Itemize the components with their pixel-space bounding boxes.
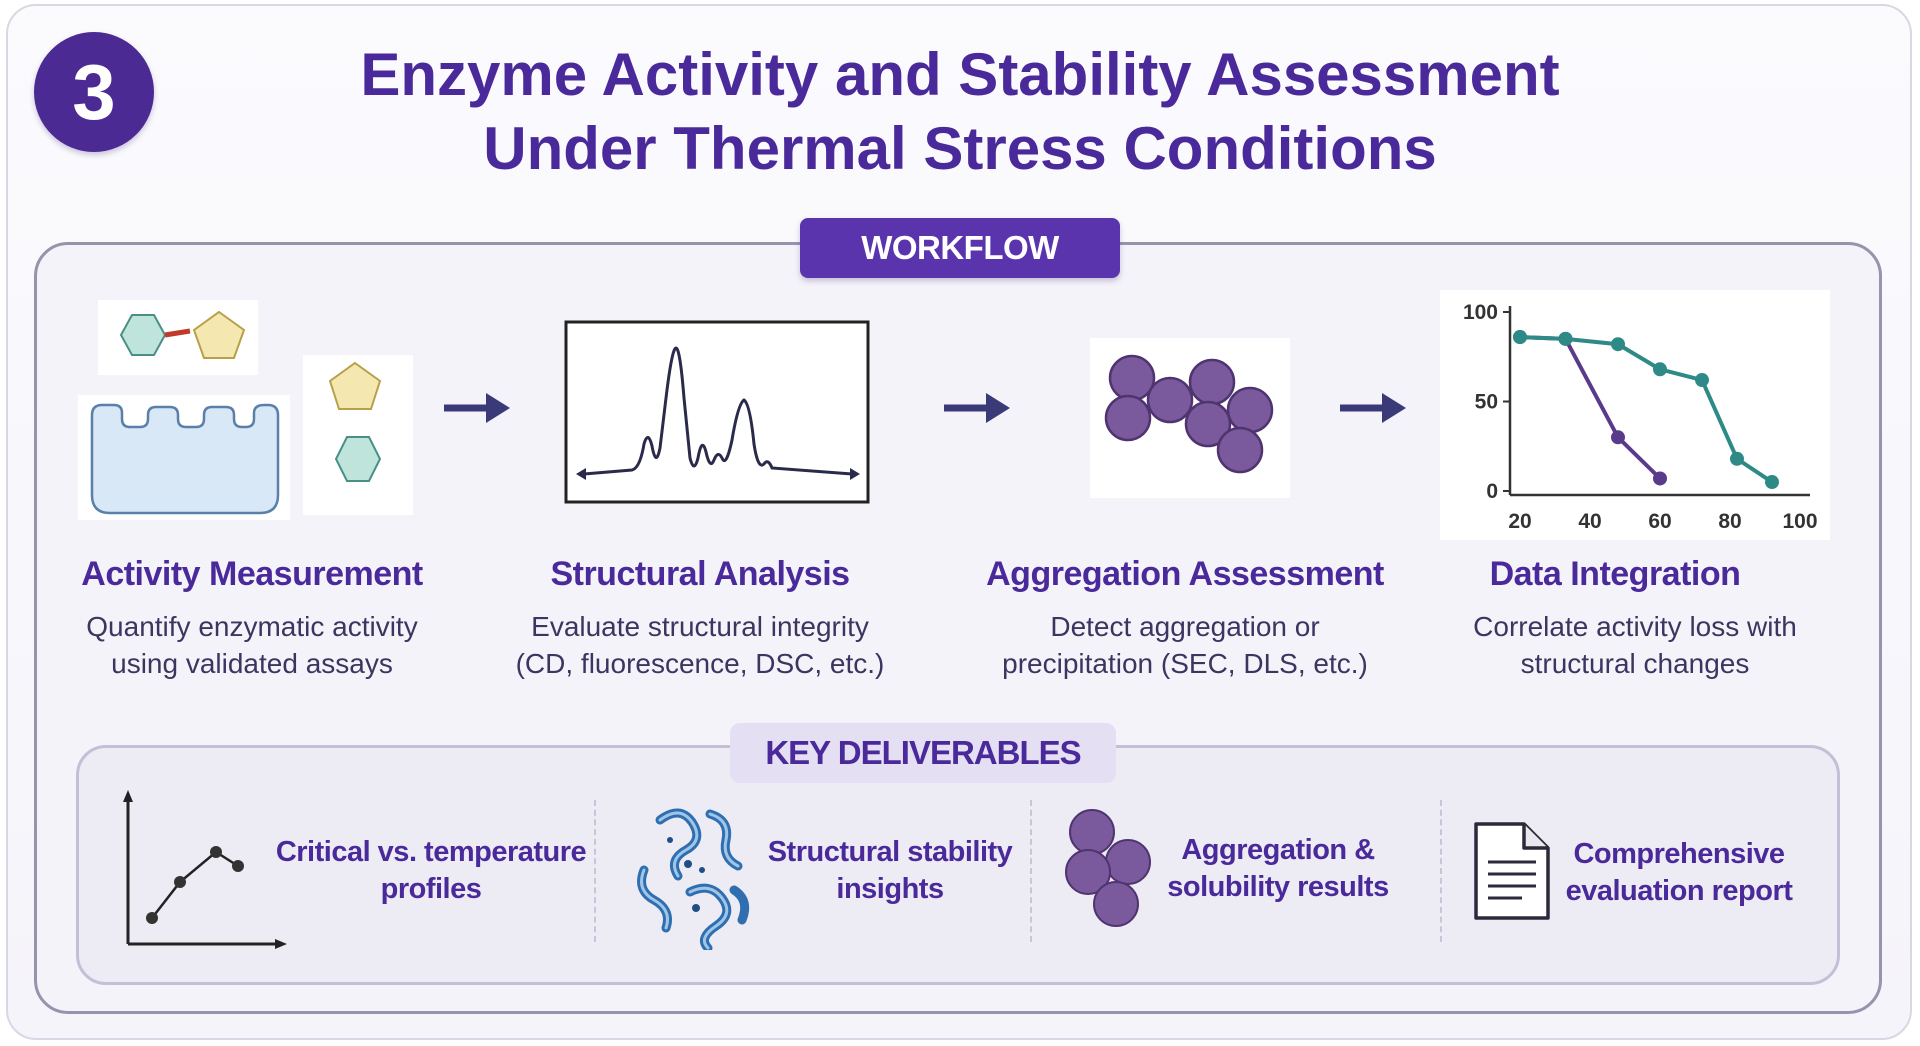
chart-x-tick-label: 80 xyxy=(1718,510,1741,533)
step-description-line-2: (CD, fluorescence, DSC, etc.) xyxy=(515,648,885,679)
deliverable-line-1: Comprehensive xyxy=(1573,838,1785,870)
chart-x-tick-label: 100 xyxy=(1782,510,1817,533)
chart-point xyxy=(1730,451,1744,466)
deliverable-line-1: Critical vs. temperature xyxy=(275,836,587,868)
step-description: Quantify enzymatic activity using valida… xyxy=(42,608,462,682)
step-title: Aggregation Assessment xyxy=(986,555,1384,593)
spectrum-chart-icon xyxy=(564,320,870,504)
deliverable-comprehensive-evaluation-report: Comprehensive evaluation report xyxy=(1546,836,1812,910)
chart-point xyxy=(1611,430,1625,445)
step-title: Data Integration xyxy=(1489,555,1741,593)
step-description: Evaluate structural integrity (CD, fluor… xyxy=(490,608,910,682)
step-number: 3 xyxy=(72,47,116,136)
workflow-arrow-2 xyxy=(944,393,1010,423)
deliverable-divider xyxy=(594,800,596,942)
step-description: Detect aggregation or precipitation (SEC… xyxy=(965,608,1405,682)
page-title: Enzyme Activity and Stability Assessment… xyxy=(260,38,1660,186)
step-aggregation-assessment: Aggregation Assessment Detect aggregatio… xyxy=(965,555,1405,682)
step-description-line-2: using validated assays xyxy=(111,648,393,679)
deliverable-line-2: evaluation report xyxy=(1565,875,1793,907)
enzyme-substrate-icon xyxy=(78,300,413,520)
document-icon xyxy=(1474,822,1550,920)
step-structural-analysis: Structural Analysis Evaluate structural … xyxy=(490,555,910,682)
chart-y-tick-label: 100 xyxy=(1463,301,1498,324)
chart-point xyxy=(1558,331,1573,346)
deliverable-line-1: Structural stability xyxy=(767,836,1013,868)
workflow-label: WORKFLOW xyxy=(861,229,1059,266)
step-description: Correlate activity loss with structural … xyxy=(1415,608,1855,682)
step-description-line-1: Correlate activity loss with xyxy=(1473,611,1797,642)
chart-point xyxy=(1653,471,1667,486)
chart-point xyxy=(1513,330,1527,345)
step-description-line-1: Detect aggregation or xyxy=(1050,611,1320,642)
aggregate-spheres-icon xyxy=(1065,809,1151,927)
step-description-line-1: Quantify enzymatic activity xyxy=(86,611,418,642)
chart-point xyxy=(1695,373,1709,388)
title-line-1: Enzyme Activity and Stability Assessment xyxy=(360,41,1560,108)
workflow-tag: WORKFLOW xyxy=(800,218,1120,278)
deliverable-line-1: Aggregation & xyxy=(1181,834,1375,866)
deliverable-line-2: profiles xyxy=(380,873,482,905)
chart-x-tick-label: 20 xyxy=(1508,510,1531,533)
step-title: Activity Measurement xyxy=(81,555,423,593)
deliverable-structural-stability-insights: Structural stability insights xyxy=(755,834,1025,908)
step-data-integration: Data Integration Correlate activity loss… xyxy=(1415,555,1855,682)
workflow-arrow-3 xyxy=(1340,393,1406,423)
step-description-line-2: precipitation (SEC, DLS, etc.) xyxy=(1002,648,1368,679)
deliverable-divider xyxy=(1030,800,1032,942)
chart-point xyxy=(1611,337,1625,352)
chart-point xyxy=(1653,362,1667,377)
step-activity-measurement: Activity Measurement Quantify enzymatic … xyxy=(42,555,462,682)
chart-x-tick-label: 40 xyxy=(1578,510,1601,533)
aggregate-icon xyxy=(1090,338,1290,498)
deliverables-label: KEY DELIVERABLES xyxy=(765,734,1081,771)
chart-point xyxy=(1765,475,1779,490)
step-description-line-2: structural changes xyxy=(1520,648,1750,679)
deliverable-critical-temperature-profiles: Critical vs. temperature profiles xyxy=(266,834,596,908)
step-number-badge: 3 xyxy=(34,32,154,152)
workflow-arrow-1 xyxy=(444,393,510,423)
step-description-line-1: Evaluate structural integrity xyxy=(531,611,869,642)
deliverables-tag: KEY DELIVERABLES xyxy=(730,723,1116,783)
deliverable-aggregation-solubility-results: Aggregation & solubility results xyxy=(1150,832,1406,906)
activity-temperature-chart: 20 40 60 80 100 100 50 0 xyxy=(1440,290,1830,540)
chart-y-tick-label: 50 xyxy=(1475,391,1498,414)
protein-structure-icon xyxy=(637,808,750,950)
deliverable-line-2: solubility results xyxy=(1167,871,1389,903)
title-line-2: Under Thermal Stress Conditions xyxy=(483,115,1437,182)
deliverable-line-2: insights xyxy=(836,873,944,905)
chart-x-tick-label: 60 xyxy=(1648,510,1671,533)
chart-y-tick-label: 0 xyxy=(1486,480,1498,503)
trend-chart-icon xyxy=(123,790,287,949)
step-title: Structural Analysis xyxy=(550,555,850,593)
deliverable-divider xyxy=(1440,800,1442,942)
